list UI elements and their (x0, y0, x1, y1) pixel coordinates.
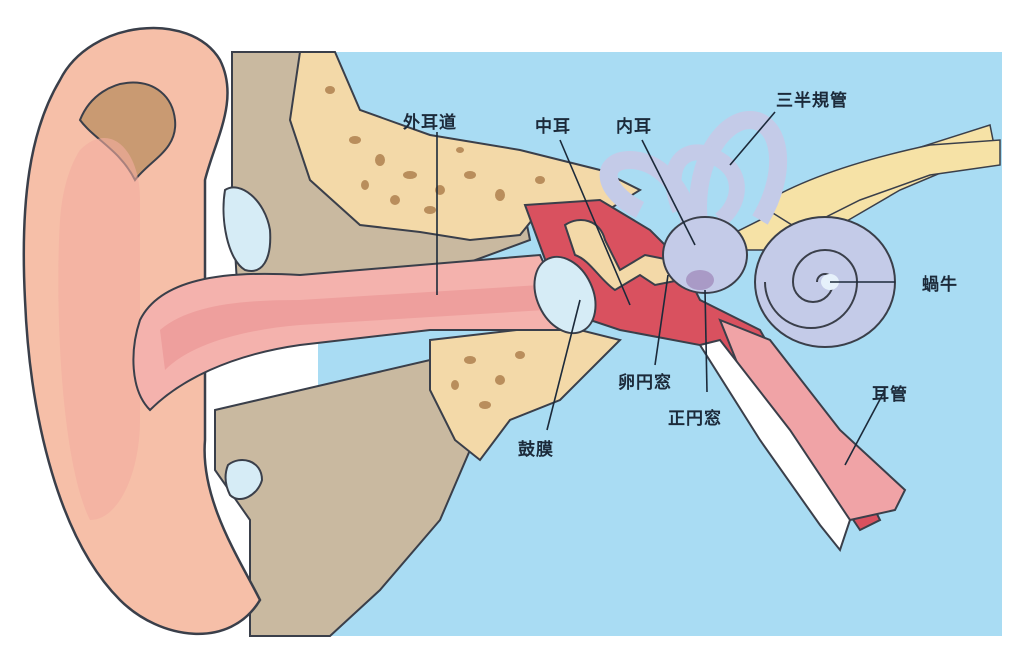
leader-lines (436, 111, 895, 466)
label-semicircular-canals: 三半規管 (776, 91, 848, 111)
label-cochlea: 蝸牛 (922, 275, 958, 295)
label-middle-ear: 中耳 (535, 117, 571, 137)
label-oval-window: 卵円窓 (618, 373, 672, 393)
eardrum-shape (533, 255, 597, 335)
label-external-canal: 外耳道 (403, 113, 457, 133)
semicircular-canals-shape (599, 110, 788, 232)
concha (58, 138, 140, 520)
canal-shade (160, 285, 545, 370)
round-window-spot (686, 270, 714, 290)
tube-wall (698, 338, 852, 553)
cartilage-upper (222, 186, 272, 272)
bone-texture (325, 86, 545, 409)
cartilage-lower (224, 459, 264, 500)
label-eardrum: 鼓膜 (518, 440, 554, 460)
label-inner-ear: 内耳 (616, 117, 652, 137)
label-round-window: 正円窓 (668, 409, 722, 429)
label-eustachian-tube: 耳管 (872, 385, 908, 405)
vestibular-nerve (758, 139, 1001, 231)
